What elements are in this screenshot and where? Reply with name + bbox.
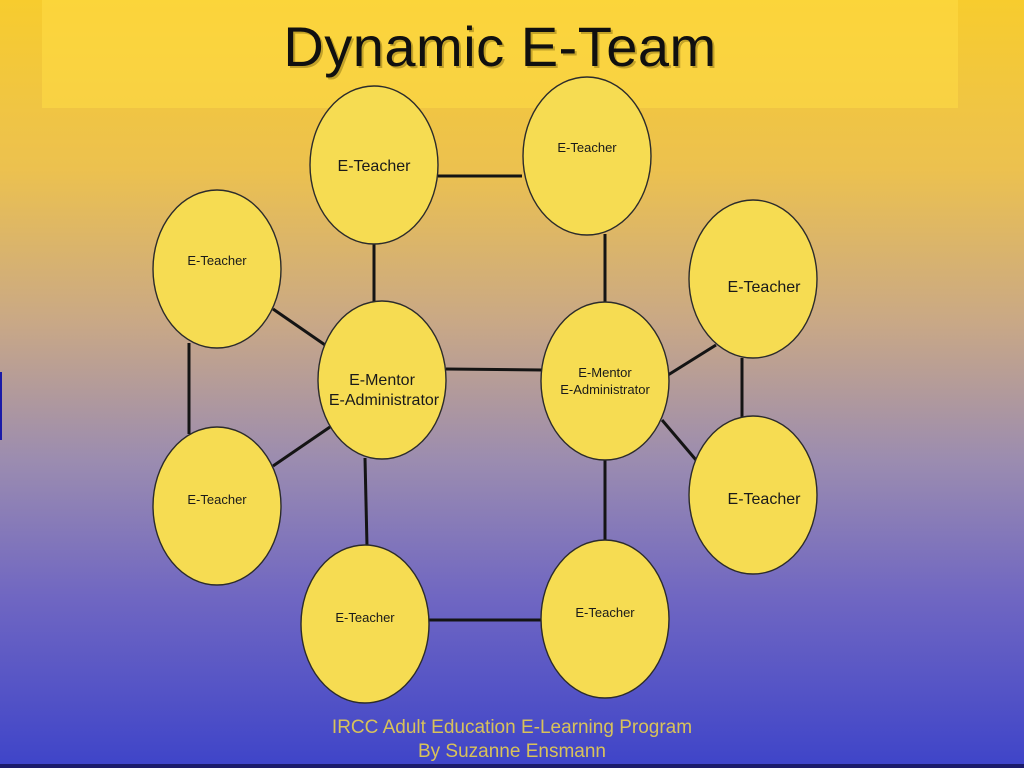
node-teacher-left-lower: E-Teacher [152,426,282,586]
node-label-line2: E-Administrator [329,392,440,409]
footer-program-line: IRCC Adult Education E-Learning Program [331,717,693,738]
left-edge-marker [0,372,2,440]
title-band: Dynamic E-Team [42,0,958,108]
edge-mentorleft-bottomleft [363,457,369,547]
node-label: E-Teacher [338,158,412,175]
slide-footer: IRCC Adult Education E-Learning Program … [0,716,1024,764]
node-label: E-Teacher [557,140,617,155]
slide-title: Dynamic E-Team [283,15,717,78]
node-teacher-top-right: E-Teacher [522,76,652,236]
node-label: E-Teacher [728,491,802,508]
node-label: E-Teacher [728,279,802,296]
node-label-line2: E-Administrator [560,382,650,397]
node-mentor-left: E-Mentor E-Administrator [317,300,447,460]
node-label: E-Teacher [575,605,635,620]
node-teacher-right-lower: E-Teacher [688,415,818,575]
edge-leftlower-mentorleft [272,425,331,468]
node-label-line1: E-Mentor [349,372,415,389]
node-label: E-Teacher [187,492,247,507]
footer-author-line: By Suzanne Ensmann [417,741,606,762]
node-teacher-bottom-right: E-Teacher [540,539,670,699]
node-label: E-Teacher [187,253,247,268]
edge-mentorright-rightupper [667,343,717,377]
bottom-border [0,764,1024,768]
node-mentor-right: E-Mentor E-Administrator [540,301,670,461]
edge-mentor-link [445,367,543,372]
node-teacher-top-left: E-Teacher [309,85,439,245]
node-label: E-Teacher [335,610,395,625]
edge-mentorright-rightlower [660,419,698,461]
node-label-line1: E-Mentor [578,365,632,380]
node-teacher-left-upper: E-Teacher [152,189,282,349]
node-teacher-right-upper: E-Teacher [688,199,818,359]
edge-leftupper-mentorleft [272,307,329,349]
connection-lines [187,174,744,622]
node-teacher-bottom-left: E-Teacher [300,544,430,704]
